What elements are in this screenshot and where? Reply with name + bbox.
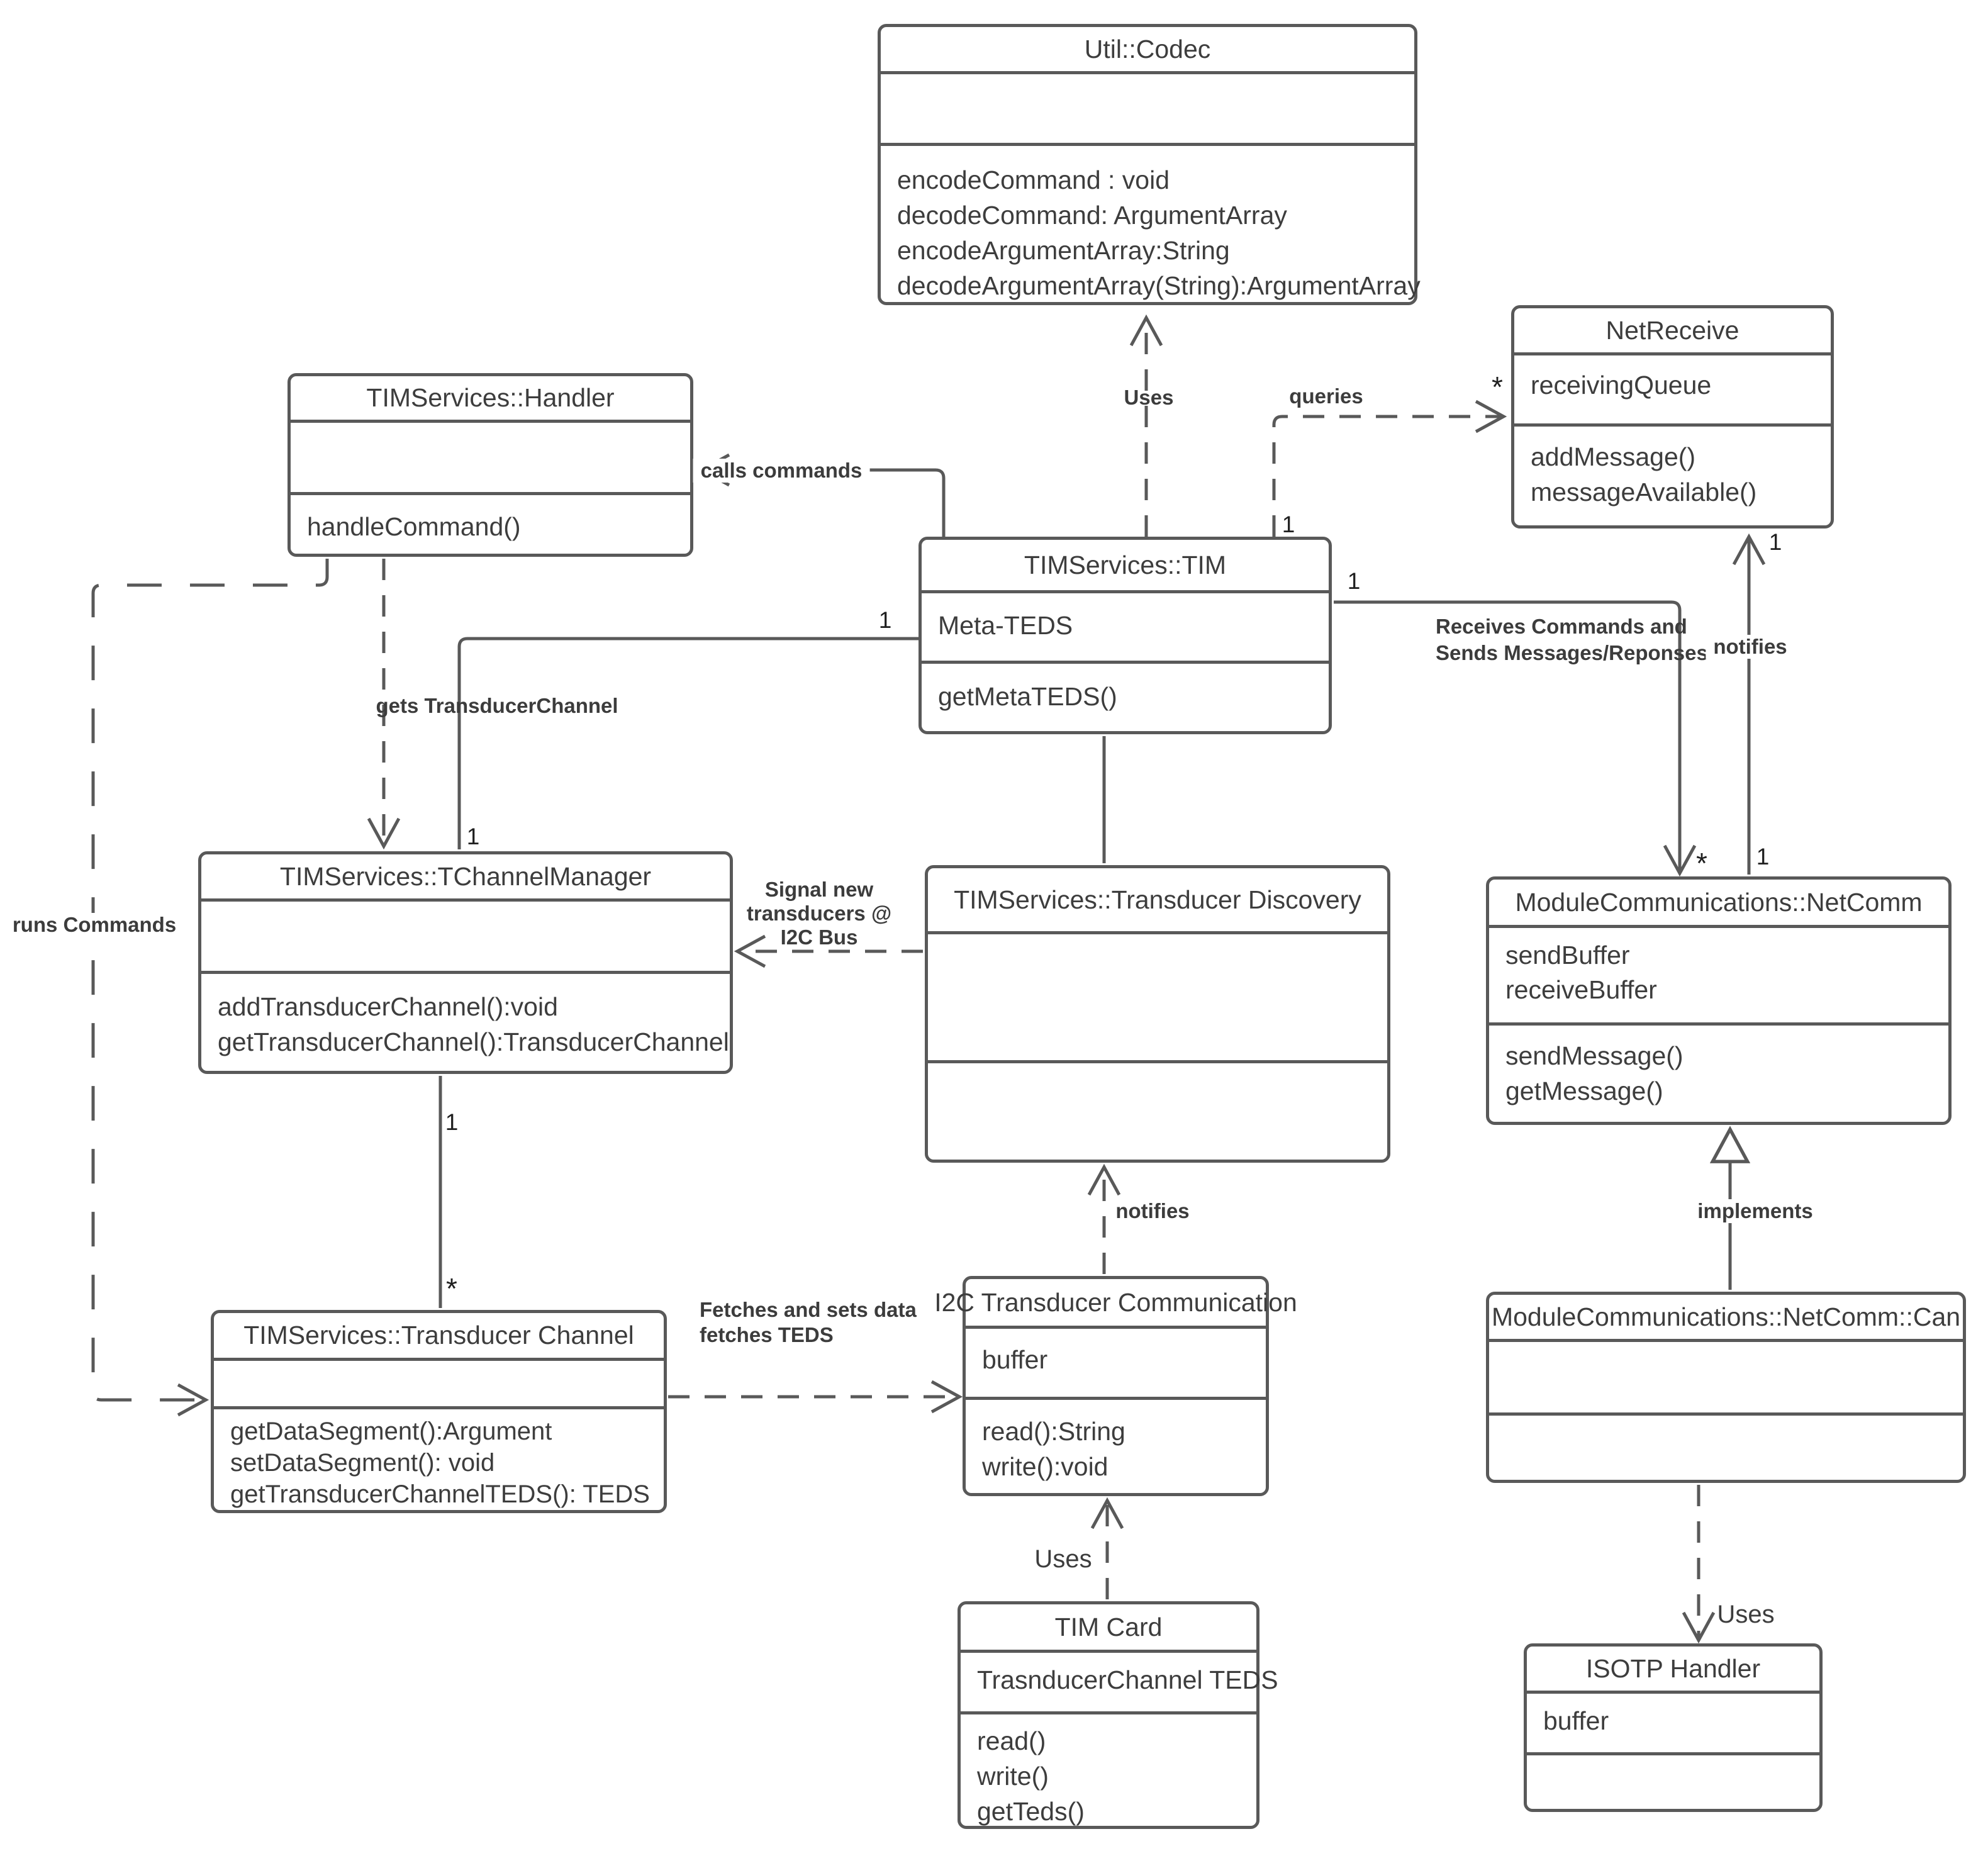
class-title: TIMServices::Transducer Discovery bbox=[928, 868, 1387, 934]
class-timservices-tchannelmanager: TIMServices::TChannelManager addTransduc… bbox=[198, 851, 733, 1074]
class-methods: read() write() getTeds() bbox=[977, 1726, 1085, 1826]
edge-tim-calls-commands-handler bbox=[698, 453, 946, 537]
class-attributes: TrasnducerChannel TEDS bbox=[961, 1653, 1278, 1714]
edge-label-queries: queries bbox=[1289, 384, 1363, 408]
edge-tim-tchannelmanager-assoc bbox=[457, 637, 919, 849]
class-methods: addTransducerChannel():void getTransduce… bbox=[218, 992, 729, 1056]
class-methods: getMetaTEDS() bbox=[938, 682, 1117, 711]
multiplicity: * bbox=[446, 1272, 457, 1305]
class-methods bbox=[928, 1063, 1387, 1086]
edge-label-runs-commands: runs Commands bbox=[4, 913, 184, 937]
edge-tim-receives-netcomm bbox=[1334, 600, 1697, 877]
class-methods: getDataSegment():Argument setDataSegment… bbox=[230, 1418, 650, 1508]
class-timservices-transducer-discovery: TIMServices::Transducer Discovery bbox=[925, 865, 1390, 1163]
class-timservices-transducer-channel: TIMServices::Transducer Channel getDataS… bbox=[211, 1310, 667, 1513]
edge-label-uses-codec: Uses bbox=[1124, 386, 1174, 409]
class-attributes bbox=[214, 1361, 664, 1409]
class-attributes: sendBuffer receiveBuffer bbox=[1489, 928, 1948, 1026]
class-netreceive: NetReceive receivingQueue addMessage() m… bbox=[1511, 305, 1834, 528]
class-methods: encodeCommand : void decodeCommand: Argu… bbox=[897, 165, 1421, 300]
class-title: ModuleCommunications::NetComm::Can bbox=[1489, 1295, 1963, 1342]
class-timservices-handler: TIMServices::Handler handleCommand() bbox=[288, 373, 693, 557]
class-attributes bbox=[881, 74, 1414, 146]
multiplicity: * bbox=[1492, 371, 1503, 403]
class-title: NetReceive bbox=[1514, 308, 1831, 355]
class-title: TIM Card bbox=[961, 1604, 1256, 1653]
edge-label-fetches-teds: Fetches and sets data fetches TEDS bbox=[700, 1298, 917, 1346]
edge-tim-queries-netreceive bbox=[1272, 400, 1507, 537]
class-methods: addMessage() messageAvailable() bbox=[1531, 442, 1757, 506]
class-modulecommunications-netcomm-can: ModuleCommunications::NetComm::Can bbox=[1486, 1292, 1966, 1483]
class-tim-card: TIM Card TrasnducerChannel TEDS read() w… bbox=[958, 1601, 1278, 1829]
multiplicity: 1 bbox=[445, 1109, 459, 1135]
class-title: TIMServices::Handler bbox=[291, 376, 690, 423]
edge-label-uses-timcard: Uses bbox=[1034, 1545, 1092, 1573]
class-title: Util::Codec bbox=[881, 27, 1414, 74]
class-title: ModuleCommunications::NetComm bbox=[1489, 880, 1948, 928]
class-title: I2C Transducer Communication bbox=[934, 1279, 1297, 1329]
multiplicity: 1 bbox=[466, 824, 480, 849]
multiplicity: 1 bbox=[1282, 512, 1295, 537]
class-attributes: receivingQueue bbox=[1514, 355, 1831, 427]
class-modulecommunications-netcomm: ModuleCommunications::NetComm sendBuffer… bbox=[1486, 876, 1952, 1125]
class-title: ISOTP Handler bbox=[1527, 1647, 1819, 1694]
edge-label-signal-new-transducers: Signal new transducers @ I2C Bus bbox=[746, 878, 892, 949]
edge-handler-runs-commands-transducerchannel bbox=[91, 559, 329, 1417]
edge-label-implements: implements bbox=[1690, 1199, 1821, 1223]
class-methods: handleCommand() bbox=[307, 512, 521, 541]
class-attributes: Meta-TEDS bbox=[922, 593, 1329, 664]
class-attributes bbox=[1489, 1342, 1963, 1416]
edge-label-uses-isotp: Uses bbox=[1717, 1601, 1775, 1628]
class-attributes bbox=[201, 902, 730, 974]
class-title: TIMServices::Transducer Channel bbox=[214, 1313, 664, 1361]
class-attributes bbox=[291, 423, 690, 495]
class-title: TIMServices::TChannelManager bbox=[201, 854, 730, 902]
multiplicity: 1 bbox=[1756, 844, 1770, 870]
edge-label-gets-transducerchannel: gets TransducerChannel bbox=[376, 694, 618, 717]
multiplicity: * bbox=[1696, 847, 1707, 880]
edge-label-calls-commands: calls commands bbox=[693, 459, 870, 483]
class-attributes bbox=[928, 934, 1387, 1063]
class-methods: read():String write():void bbox=[982, 1417, 1125, 1481]
class-timservices-tim: TIMServices::TIM Meta-TEDS getMetaTEDS() bbox=[919, 537, 1332, 734]
class-methods: sendMessage() getMessage() bbox=[1505, 1041, 1684, 1105]
class-attributes: buffer bbox=[1527, 1694, 1819, 1755]
class-methods bbox=[1527, 1755, 1819, 1778]
multiplicity: 1 bbox=[1347, 568, 1361, 594]
multiplicity: 1 bbox=[878, 607, 892, 633]
multiplicity: 1 bbox=[1768, 529, 1782, 555]
edge-label-receives-commands: Receives Commands and Sends Messages/Rep… bbox=[1436, 615, 1708, 664]
class-isotp-handler: ISOTP Handler buffer bbox=[1524, 1643, 1823, 1812]
edge-label-notifies-right: notifies bbox=[1706, 635, 1795, 659]
class-util-codec: Util::Codec encodeCommand : void decodeC… bbox=[878, 24, 1421, 305]
edge-label-notifies-mid: notifies bbox=[1115, 1199, 1190, 1222]
class-title: TIMServices::TIM bbox=[922, 540, 1329, 593]
class-methods bbox=[1489, 1416, 1963, 1438]
class-i2c-transducer-communication: I2C Transducer Communication buffer read… bbox=[934, 1276, 1297, 1496]
class-attributes: buffer bbox=[966, 1329, 1266, 1400]
